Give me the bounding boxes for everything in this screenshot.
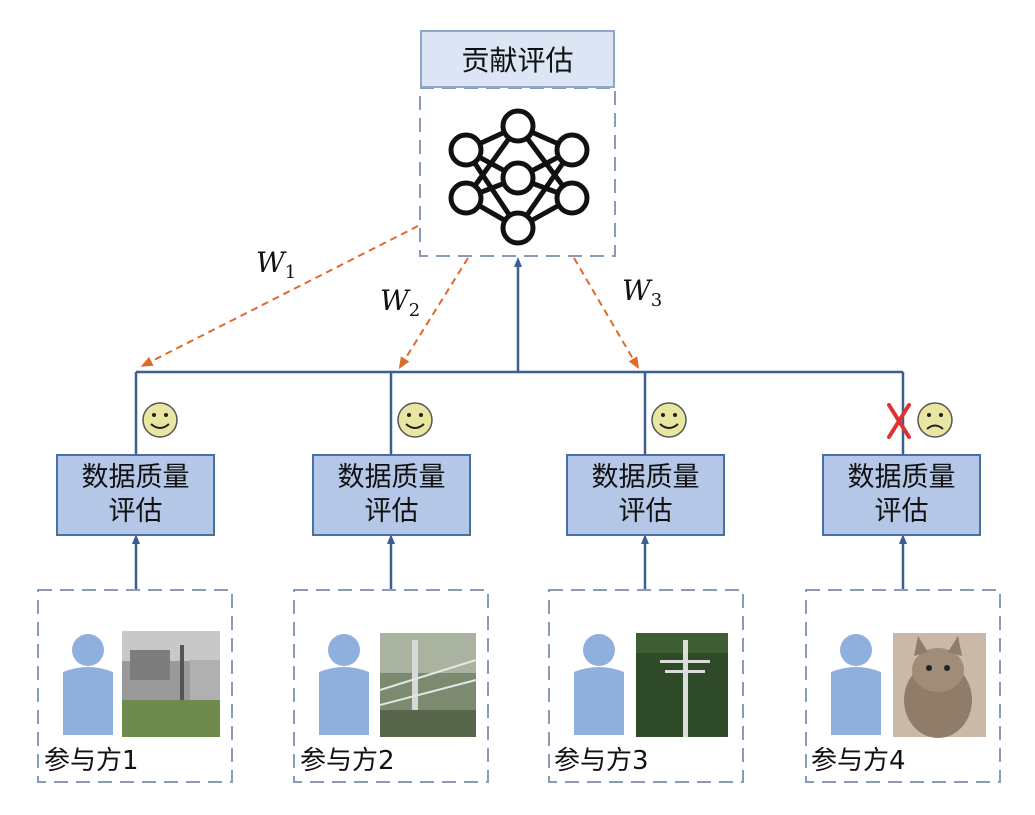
participant-frames bbox=[37, 589, 1001, 783]
smiley-icon bbox=[397, 402, 433, 438]
box-line-1: 数据质量 bbox=[81, 462, 190, 493]
box-line-2: 评估 bbox=[874, 496, 929, 527]
person-icon bbox=[319, 634, 369, 735]
weight-arrows bbox=[140, 225, 640, 370]
smiley-icon bbox=[651, 402, 687, 438]
box-line-1: 数据质量 bbox=[847, 462, 956, 493]
model-frame bbox=[419, 87, 616, 257]
box-line-2: 评估 bbox=[108, 496, 163, 527]
person-icon bbox=[63, 634, 113, 735]
smiley-icon bbox=[142, 402, 178, 438]
data-quality-evaluation-box: 数据质量 评估 bbox=[566, 454, 725, 536]
participant-label-1: 参与方1 bbox=[44, 746, 139, 776]
reject-x-icon bbox=[887, 403, 911, 439]
data-quality-evaluation-box: 数据质量 评估 bbox=[56, 454, 215, 536]
kitten-photo bbox=[893, 633, 986, 738]
pole-in-greenery-photo bbox=[636, 633, 728, 737]
neural-network-icon bbox=[448, 108, 590, 246]
box-line-2: 评估 bbox=[618, 496, 673, 527]
box-line-2: 评估 bbox=[364, 496, 419, 527]
person-icons bbox=[63, 634, 881, 735]
weight-label-2: W2 bbox=[380, 284, 421, 321]
participant-label-4: 参与方4 bbox=[811, 746, 906, 776]
weight-label-3: W3 bbox=[622, 274, 663, 311]
person-icon bbox=[831, 634, 881, 735]
person-icon bbox=[574, 634, 624, 735]
data-quality-evaluation-box: 数据质量 评估 bbox=[822, 454, 981, 536]
aggregation-lines bbox=[132, 257, 907, 590]
sad-face-icon bbox=[917, 402, 953, 438]
data-quality-evaluation-box: 数据质量 评估 bbox=[312, 454, 471, 536]
box-line-1: 数据质量 bbox=[337, 462, 446, 493]
participant-label-3: 参与方3 bbox=[554, 746, 649, 776]
power-line-photo bbox=[379, 633, 477, 737]
box-line-1: 数据质量 bbox=[591, 462, 700, 493]
participant-label-2: 参与方2 bbox=[300, 746, 395, 776]
weight-label-1: W1 bbox=[256, 246, 297, 283]
contribution-evaluation-title: 贡献评估 bbox=[420, 30, 615, 88]
street-pole-photo bbox=[122, 631, 220, 737]
